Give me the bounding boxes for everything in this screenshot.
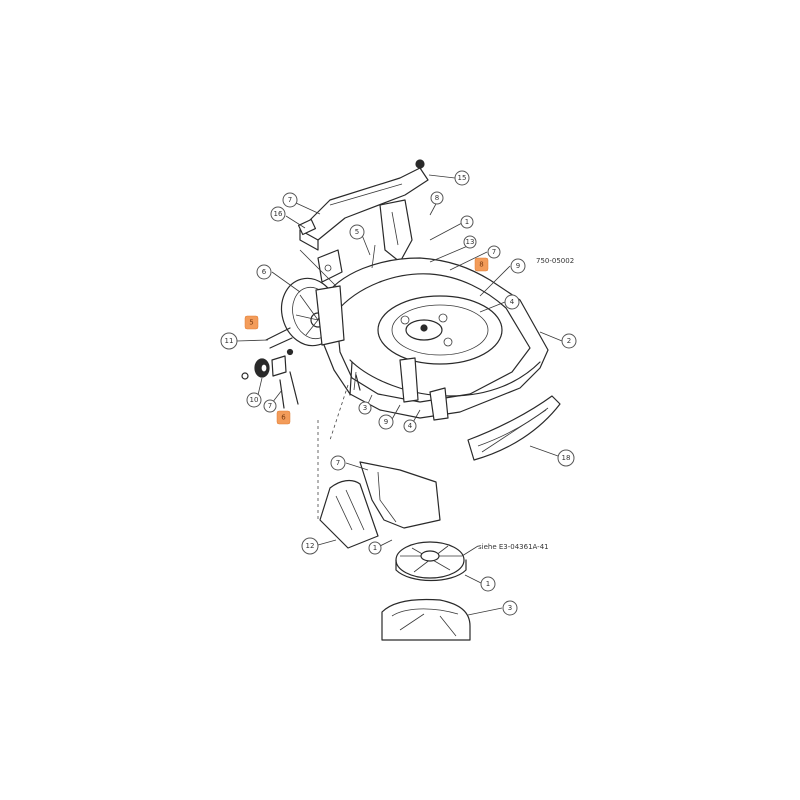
callout-7c: 7 — [263, 399, 277, 413]
callout-11: 11 — [220, 332, 238, 350]
callout-9: 9 — [510, 258, 526, 274]
blade-adapter — [395, 541, 467, 582]
svg-text:5: 5 — [355, 228, 359, 236]
callout-1c: 1 — [480, 576, 496, 592]
callout-12: 12 — [301, 537, 319, 555]
svg-text:6: 6 — [262, 268, 267, 276]
svg-text:15: 15 — [458, 174, 467, 182]
mower-deck — [299, 244, 549, 441]
highlight-markers: 8 5 6 — [244, 257, 489, 425]
highlight-6: 6 — [276, 410, 291, 425]
svg-text:2: 2 — [567, 337, 571, 345]
callout-13: 13 — [463, 235, 477, 249]
svg-text:8: 8 — [435, 194, 439, 202]
callout-2: 2 — [561, 333, 577, 349]
svg-text:7: 7 — [492, 248, 496, 256]
svg-text:9: 9 — [384, 418, 388, 426]
callout-5: 5 — [349, 224, 365, 240]
drive-gear-parts — [241, 327, 299, 409]
svg-text:9: 9 — [516, 262, 520, 270]
svg-text:8: 8 — [479, 261, 483, 269]
svg-text:7: 7 — [336, 459, 340, 467]
callout-8: 8 — [430, 191, 444, 205]
rear-wheel — [280, 277, 345, 347]
callout-1b: 1 — [368, 541, 382, 555]
callout-3: 3 — [358, 401, 372, 415]
svg-text:13: 13 — [466, 238, 475, 246]
svg-text:4: 4 — [408, 422, 413, 430]
svg-text:1: 1 — [486, 580, 490, 588]
highlight-8: 8 — [474, 257, 489, 272]
svg-text:18: 18 — [562, 454, 571, 462]
callout-1: 1 — [460, 215, 474, 229]
handle-bracket — [297, 159, 429, 283]
callout-7b: 7 — [487, 245, 501, 259]
callout-3b: 3 — [502, 600, 518, 616]
callout-15: 15 — [454, 170, 470, 186]
callout-10: 10 — [246, 392, 262, 408]
callout-4b: 4 — [403, 419, 417, 433]
svg-text:7: 7 — [288, 196, 292, 204]
svg-text:1: 1 — [373, 544, 377, 552]
svg-text:7: 7 — [268, 402, 272, 410]
svg-text:11: 11 — [225, 337, 234, 345]
callout-6: 6 — [256, 264, 272, 280]
part-code-label: 750-05002 — [536, 257, 574, 265]
side-deflector — [467, 395, 561, 461]
callout-16: 16 — [270, 206, 286, 222]
callout-7d: 7 — [330, 455, 346, 471]
grass-chute — [317, 420, 441, 549]
svg-text:16: 16 — [274, 210, 283, 218]
svg-text:3: 3 — [508, 604, 512, 612]
blade-housing — [381, 598, 471, 641]
leader-lines — [236, 174, 563, 616]
svg-text:1: 1 — [465, 218, 469, 226]
callout-7: 7 — [282, 192, 298, 208]
svg-text:3: 3 — [363, 404, 367, 412]
callout-18: 18 — [557, 449, 575, 467]
callouts: 15 7 16 8 1 5 13 7 6 9 4 11 2 10 7 3 9 4… — [220, 170, 577, 616]
svg-text:10: 10 — [250, 396, 259, 404]
svg-text:5: 5 — [249, 319, 253, 327]
callout-9b: 9 — [378, 414, 394, 430]
highlight-5: 5 — [244, 315, 259, 330]
reference-note-label: siehe E3-04361A-41 — [478, 543, 549, 551]
svg-text:12: 12 — [306, 542, 315, 550]
svg-text:4: 4 — [510, 298, 515, 306]
callout-4: 4 — [504, 294, 520, 310]
svg-text:6: 6 — [281, 414, 286, 422]
